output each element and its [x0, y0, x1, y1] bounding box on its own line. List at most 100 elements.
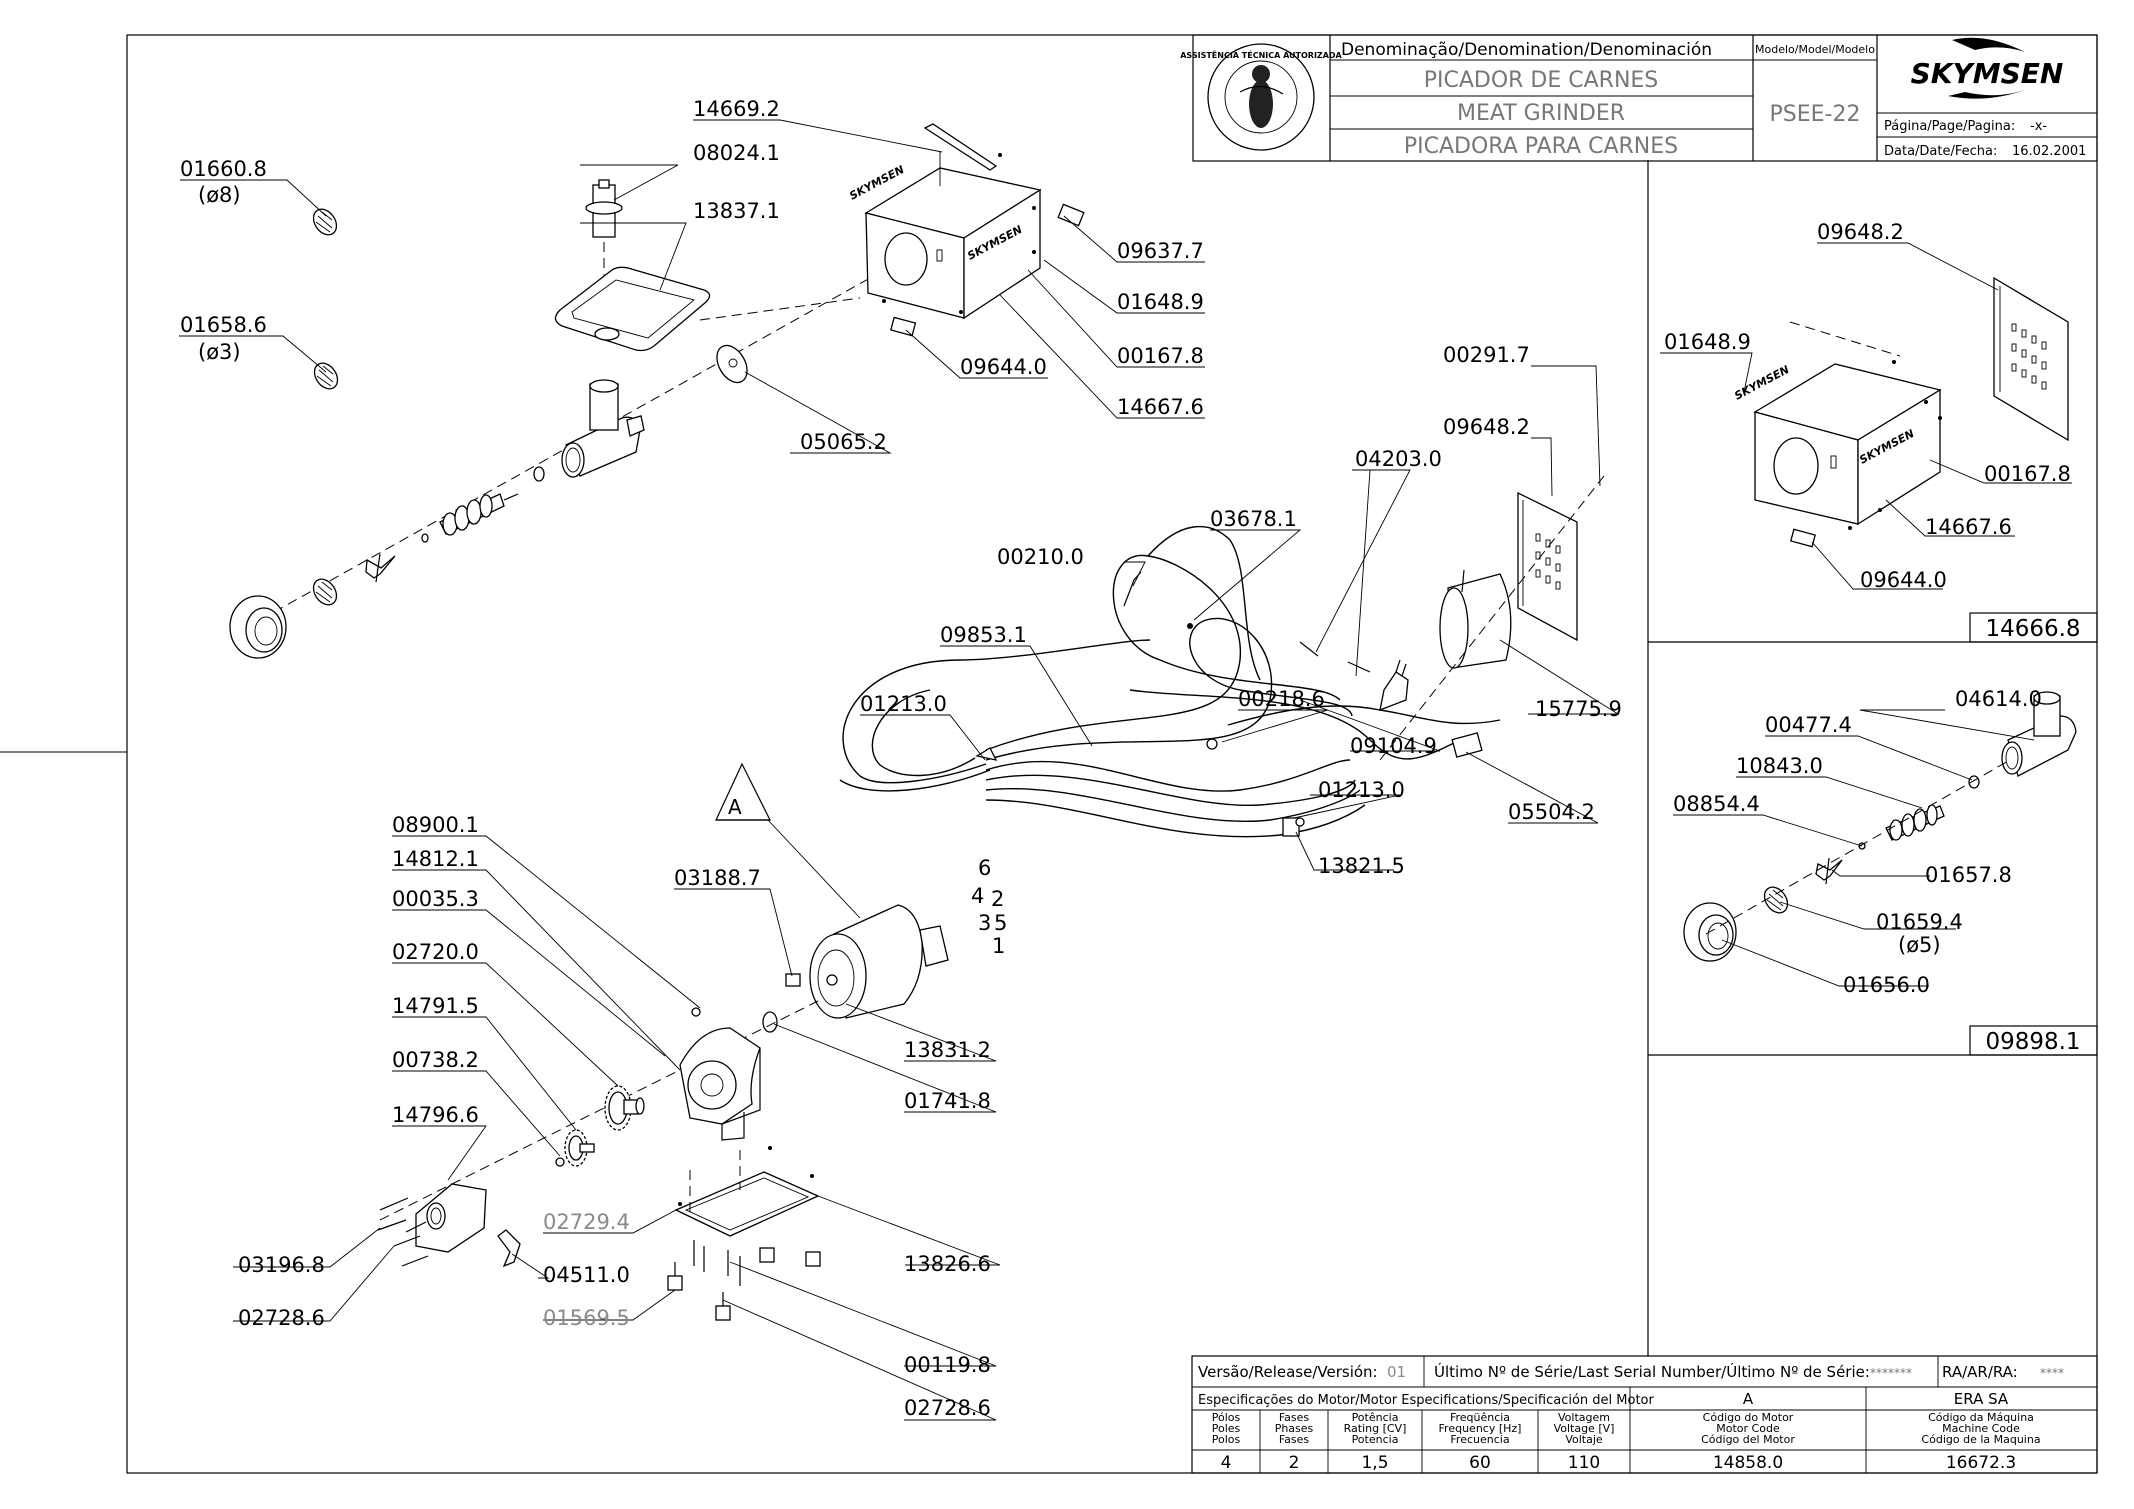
svg-text:60: 60	[1469, 1453, 1491, 1473]
capacitor	[1451, 732, 1483, 758]
part-label: 10843.0	[1736, 754, 1823, 778]
terminal-block	[1282, 817, 1300, 837]
product-name-es: PICADORA PARA CARNES	[1404, 134, 1678, 159]
ring-nut	[229, 595, 287, 659]
brand-logo: SKYMSEN	[1911, 37, 2063, 99]
part-label: 14667.6	[1117, 395, 1204, 419]
part-label: 01213.0	[860, 692, 947, 716]
svg-text:Código da Máquina: Código da Máquina	[1928, 1411, 2034, 1424]
food-pusher	[585, 179, 623, 238]
view-marker	[715, 762, 771, 821]
base-plate	[674, 1150, 820, 1237]
col-phases: Fases Phases Fases 2	[1275, 1411, 1314, 1473]
page-label: Página/Page/Pagina:	[1884, 119, 2015, 134]
part-label: 01658.6	[180, 313, 267, 337]
part-label: 08024.1	[693, 141, 780, 165]
handle	[923, 123, 998, 186]
part-label: 09648.2	[1817, 220, 1904, 244]
front-panel	[1517, 491, 1578, 642]
svg-text:Voltaje: Voltaje	[1565, 1433, 1603, 1446]
part-label: (ø3)	[198, 340, 241, 364]
part-label: 01213.0	[1318, 778, 1405, 802]
authorized-service-seal: ASSISTÊNCIA TÉCNICA AUTORIZADA	[1180, 43, 1343, 151]
plate-3mm	[313, 362, 339, 390]
date-label: Data/Date/Fecha:	[1884, 144, 1997, 159]
disc	[716, 344, 748, 384]
part-label: (ø8)	[198, 183, 241, 207]
motor-spec-table: Versão/Release/Versión: 01 Último Nº de …	[1191, 1355, 2098, 1474]
serial-value: *******	[1870, 1366, 1912, 1380]
part-label: 00210.0	[997, 545, 1084, 569]
col-machine-code: Código da Máquina Machine Code Código de…	[1921, 1411, 2040, 1473]
plate-5mm	[1763, 886, 1789, 914]
part-label: 08854.4	[1673, 792, 1760, 816]
label-plate	[890, 316, 917, 337]
part-label: 04614.0	[1955, 687, 2042, 711]
part-label: 01741.8	[904, 1089, 991, 1113]
motor-group: A	[715, 762, 949, 1033]
svg-text:14858.0: 14858.0	[1713, 1453, 1783, 1473]
part-label: 00035.3	[392, 887, 479, 911]
part-label: 04203.0	[1355, 447, 1442, 471]
side-panel	[1993, 276, 2069, 442]
part-label: 01660.8	[180, 157, 267, 181]
part-label: 05504.2	[1508, 800, 1595, 824]
rubber-foot	[759, 1247, 775, 1263]
part-label: 13826.6	[904, 1252, 991, 1276]
fan-shroud	[1439, 569, 1512, 669]
assembly-code: 14666.8	[1985, 616, 2080, 642]
part-label: 01656.0	[1843, 973, 1930, 997]
part-label: 03196.8	[238, 1253, 325, 1277]
part-label: 04511.0	[543, 1263, 630, 1287]
col-voltage: Voltagem Voltage [V] Voltaje 110	[1554, 1411, 1615, 1473]
rubber-foot	[715, 1292, 731, 1321]
denomination-header: Denominação/Denomination/Denominación	[1341, 40, 1712, 60]
panel-head-assembly: 04614.0 00477.4 10843.0 08854.4 01657.8 …	[1673, 687, 2098, 1056]
part-label: 00119.8	[904, 1353, 991, 1377]
part-label: 09648.2	[1443, 415, 1530, 439]
main-part-labels: 01660.8 (ø8) 01658.6 (ø3) 14669.2 08024.…	[180, 97, 1622, 1420]
washer	[1968, 775, 1980, 789]
part-label: 02728.6	[238, 1306, 325, 1330]
label-plate	[1057, 203, 1085, 227]
part-label: 13837.1	[693, 199, 780, 223]
part-label: 01569.5	[543, 1306, 630, 1330]
col-motor-code: Código do Motor Motor Code Código del Mo…	[1701, 1411, 1795, 1473]
svg-text:Potencia: Potencia	[1352, 1433, 1399, 1446]
electrical-group: 6 4 2 3 5 1	[839, 475, 1605, 958]
leader-lines	[179, 119, 1620, 1421]
plate-8mm	[312, 208, 338, 236]
svg-text:Freqüência: Freqüência	[1450, 1411, 1510, 1424]
part-label: 13821.5	[1318, 854, 1405, 878]
part-label: 02728.6	[904, 1396, 991, 1420]
svg-text:110: 110	[1568, 1453, 1600, 1473]
cabinet-box: SKYMSEN SKYMSEN	[1732, 363, 1942, 526]
gearbox-group	[377, 999, 821, 1321]
wire-number: 3	[978, 911, 991, 935]
title-block: ASSISTÊNCIA TÉCNICA AUTORIZADA Denominaç…	[1180, 34, 2098, 162]
assembly-code: 09898.1	[1985, 1029, 2080, 1055]
part-label: 09644.0	[960, 355, 1047, 379]
svg-text:Código del Motor: Código del Motor	[1701, 1433, 1795, 1446]
knife	[1815, 857, 1843, 885]
rubber-foot	[805, 1251, 821, 1267]
svg-text:Frecuencia: Frecuencia	[1450, 1433, 1509, 1446]
release-value: 01	[1387, 1363, 1406, 1381]
part-label: 00738.2	[392, 1048, 479, 1072]
col-rating: Potência Rating [CV] Potencia 1,5	[1344, 1411, 1407, 1473]
ra-value: ****	[2040, 1366, 2064, 1380]
cabinet-box: SKYMSEN SKYMSEN	[847, 163, 1042, 320]
label-plate	[1790, 528, 1816, 548]
svg-text:Phases: Phases	[1275, 1422, 1314, 1435]
part-label: 01659.4	[1876, 910, 1963, 934]
part-label: 00477.4	[1765, 713, 1852, 737]
part-label: 00167.8	[1117, 344, 1204, 368]
col-poles: Pólos Poles Polos 4	[1212, 1411, 1241, 1473]
ra-label: RA/AR/RA:	[1942, 1363, 2018, 1381]
part-label: 14667.6	[1925, 515, 2012, 539]
feed-screw	[439, 493, 519, 536]
panel-cabinet-assembly: SKYMSEN SKYMSEN 09648.2 01648.9 00167.8 …	[1660, 220, 2098, 643]
pin	[421, 533, 429, 543]
part-label: 01648.9	[1664, 330, 1751, 354]
